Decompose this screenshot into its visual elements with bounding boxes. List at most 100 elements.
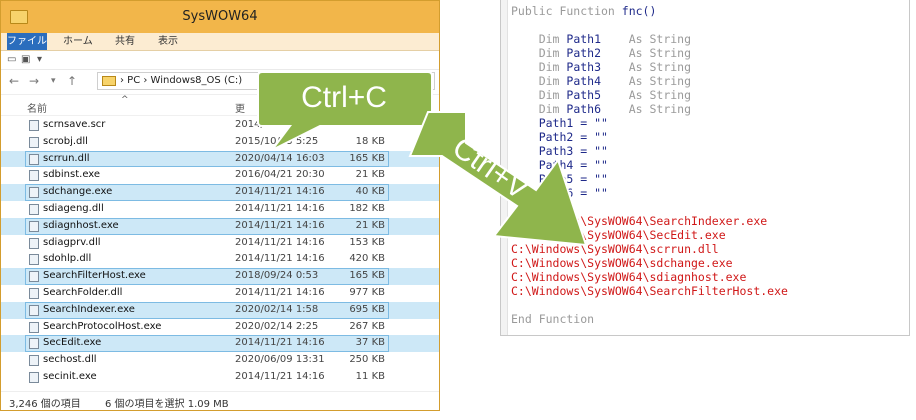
code-token: End Function bbox=[511, 312, 595, 326]
file-row[interactable]: sdiagprv.dll 2014/11/21 14:16 153 KB bbox=[1, 235, 439, 252]
title-bar[interactable]: SysWOW64 bbox=[1, 1, 439, 33]
up-arrow-icon[interactable]: ↑ bbox=[67, 74, 78, 88]
tab-file[interactable]: ファイル bbox=[7, 33, 47, 50]
code-token: C:\Windows\SysWOW64\sdchange.exe bbox=[511, 256, 733, 270]
file-name: scrobj.dll bbox=[43, 135, 88, 147]
file-icon bbox=[29, 287, 39, 299]
code-token: Path2 bbox=[566, 46, 629, 60]
file-size: 267 KB bbox=[349, 320, 385, 332]
file-date: 2020/06/09 13:31 bbox=[235, 354, 325, 366]
code-line: Public Function fnc() bbox=[511, 4, 788, 18]
code-token: C:\Windows\SysWOW64\SearchFilterHost.exe bbox=[511, 284, 788, 298]
file-size: 182 KB bbox=[349, 202, 385, 214]
code-line: Path1 = "" bbox=[511, 116, 788, 130]
properties-icon[interactable]: ▭ bbox=[7, 54, 17, 65]
address-path: › PC › Windows8_OS (C:) bbox=[120, 75, 243, 86]
code-token: As String bbox=[628, 88, 692, 102]
code-token: As String bbox=[628, 74, 692, 88]
code-line: Dim Path5 As String bbox=[511, 88, 788, 102]
code-token: As String bbox=[628, 60, 692, 74]
tab-home[interactable]: ホーム bbox=[63, 36, 93, 47]
file-icon bbox=[29, 355, 39, 367]
code-line: Dim Path1 As String bbox=[511, 32, 788, 46]
code-token: As String bbox=[628, 102, 692, 116]
file-name: sdohlp.dll bbox=[43, 253, 92, 265]
file-size: 18 KB bbox=[355, 135, 385, 147]
file-name: sdiagprv.dll bbox=[43, 236, 101, 248]
new-folder-icon[interactable]: ▣ bbox=[21, 54, 31, 65]
code-token: Dim bbox=[511, 74, 567, 88]
file-date: 2014/11/21 14:16 bbox=[235, 286, 325, 298]
file-icon bbox=[29, 371, 39, 383]
code-line: End Function bbox=[511, 312, 788, 326]
code-area[interactable]: Public Function fnc() Dim Path1 As Strin… bbox=[511, 4, 788, 326]
file-size: 153 KB bbox=[349, 236, 385, 248]
file-icon bbox=[29, 170, 39, 182]
file-icon bbox=[29, 120, 39, 131]
code-token: As String bbox=[628, 46, 692, 60]
code-line: Dim Path3 As String bbox=[511, 60, 788, 74]
file-name: sechost.dll bbox=[43, 354, 97, 366]
folder-icon bbox=[102, 76, 116, 86]
code-token: Dim bbox=[511, 88, 567, 102]
code-token: Path3 = "" bbox=[511, 144, 608, 158]
file-size: 21 KB bbox=[355, 169, 385, 181]
file-date: 2014/11/21 14:16 bbox=[235, 370, 325, 382]
file-icon bbox=[29, 237, 39, 249]
tab-view[interactable]: 表示 bbox=[158, 36, 178, 47]
code-line: C:\Windows\SysWOW64\sdiagnhost.exe bbox=[511, 270, 788, 284]
code-token: Public Function bbox=[511, 4, 622, 18]
code-token: fnc() bbox=[621, 4, 657, 18]
code-line: Dim Path6 As String bbox=[511, 102, 788, 116]
paste-arrow-shape bbox=[408, 111, 588, 247]
column-name[interactable]: 名前 bbox=[27, 104, 47, 115]
code-editor[interactable]: Public Function fnc() Dim Path1 As Strin… bbox=[500, 0, 910, 336]
code-token: Path1 bbox=[566, 32, 629, 46]
file-row[interactable]: secinit.exe 2014/11/21 14:16 11 KB bbox=[1, 369, 439, 386]
code-line: Dim Path2 As String bbox=[511, 46, 788, 60]
folder-icon bbox=[10, 10, 28, 24]
explorer-window: SysWOW64 ファイル ホーム 共有 表示 ▭ ▣ ▾ ← → ▾ ↑ › … bbox=[0, 0, 440, 411]
code-line: C:\Windows\SysWOW64\SearchFilterHost.exe bbox=[511, 284, 788, 298]
ribbon-tabs: ファイル ホーム 共有 表示 bbox=[1, 33, 439, 51]
code-token: Dim bbox=[511, 46, 567, 60]
code-token: As String bbox=[628, 32, 692, 46]
file-date: 2016/04/21 20:30 bbox=[235, 169, 325, 181]
code-token: Path1 = "" bbox=[511, 116, 608, 130]
column-date[interactable]: 更 bbox=[235, 104, 245, 115]
file-icon bbox=[29, 203, 39, 215]
item-count: 3,246 個の項目 bbox=[9, 399, 81, 410]
file-size: 420 KB bbox=[349, 253, 385, 265]
file-size: 11 KB bbox=[355, 370, 385, 382]
code-token: Path4 bbox=[566, 74, 629, 88]
file-date: 2014/1 bbox=[235, 119, 271, 130]
file-icon bbox=[29, 254, 39, 266]
recent-chevron-icon[interactable]: ▾ bbox=[51, 76, 56, 86]
code-line: C:\Windows\SysWOW64\sdchange.exe bbox=[511, 256, 788, 270]
copy-shortcut-label: Ctrl+C bbox=[301, 81, 387, 114]
chevron-down-icon[interactable]: ▾ bbox=[37, 54, 43, 65]
forward-arrow-icon[interactable]: → bbox=[29, 74, 40, 88]
copy-callout-shape bbox=[257, 71, 433, 151]
code-token: Path3 bbox=[566, 60, 629, 74]
back-arrow-icon[interactable]: ← bbox=[9, 74, 20, 88]
window-title: SysWOW64 bbox=[182, 9, 258, 24]
file-name: secinit.exe bbox=[43, 370, 97, 382]
tab-share[interactable]: 共有 bbox=[115, 36, 135, 47]
file-date: 2014/11/21 14:16 bbox=[235, 236, 325, 248]
code-line: Path2 = "" bbox=[511, 130, 788, 144]
